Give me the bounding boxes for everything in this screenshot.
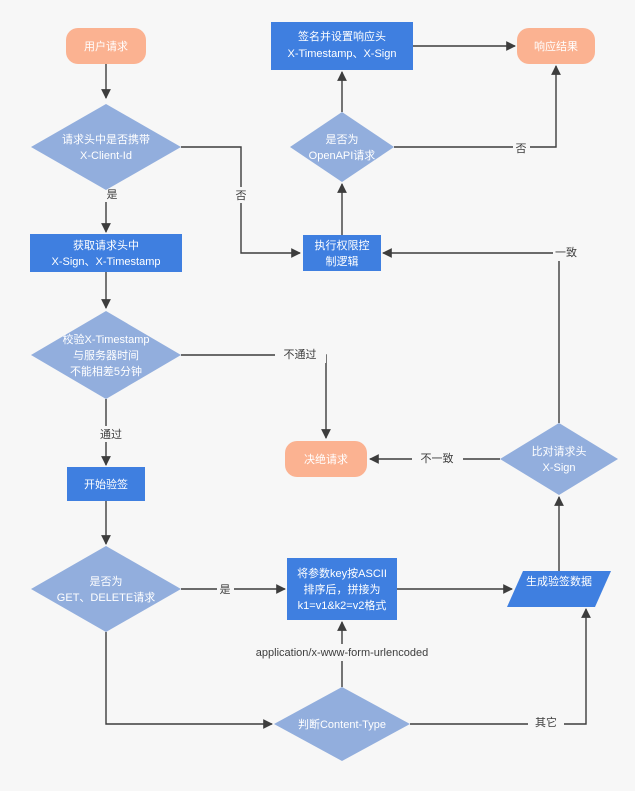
node-response-result-label-0: 响应结果: [534, 39, 578, 53]
edge-label-content-type-urlencoded: application/x-www-form-urlencoded: [256, 647, 428, 659]
node-get-headers[interactable]: 获取请求头中 X-Sign、X-Timestamp: [30, 234, 182, 272]
node-auth-logic[interactable]: 执行权限控 制逻辑: [303, 235, 381, 271]
node-user-request-shape[interactable]: [66, 28, 146, 64]
node-get-headers-label-1: X-Sign、X-Timestamp: [51, 256, 160, 268]
node-check-time-shape[interactable]: [31, 311, 181, 399]
edge-label-bg: [103, 187, 121, 202]
edge-content-type-other: [410, 608, 591, 725]
node-sort-params[interactable]: 将参数key按ASCII 排序后，拼接为 k1=v1&k2=v2格式: [287, 558, 397, 620]
edge-label-bg: [231, 644, 453, 661]
node-sign-response-shape[interactable]: [271, 22, 413, 70]
node-sort-params-shape[interactable]: [287, 558, 397, 620]
edge-label-bg: [412, 451, 463, 467]
node-is-get-delete-label-0: 是否为: [90, 575, 123, 588]
node-auth-logic-label-0: 执行权限控: [315, 238, 370, 252]
node-reject-request-shape[interactable]: [285, 441, 367, 477]
edge-label-has-client-id-yes: 是: [107, 188, 118, 201]
node-has-client-id-shape[interactable]: [31, 104, 181, 190]
edge-label-bg: [513, 140, 530, 156]
node-sign-response[interactable]: 签名并设置响应头 X-Timestamp、X-Sign: [271, 22, 413, 70]
node-is-get-delete-label-1: GET、DELETE请求: [57, 591, 155, 604]
edge-label-bg: [233, 187, 250, 203]
edge-label-check-time-pass: 通过: [100, 428, 122, 441]
edge-label-bg: [94, 426, 128, 442]
node-get-headers-shape[interactable]: [30, 234, 182, 272]
node-is-openapi[interactable]: 是否为 OpenAPI请求: [290, 112, 394, 182]
node-is-get-delete[interactable]: 是否为 GET、DELETE请求: [31, 546, 181, 632]
node-compare-sign-label-0: 比对请求头: [532, 444, 587, 458]
node-compare-sign-shape[interactable]: [500, 423, 618, 495]
edge-is-openapi-no: [394, 65, 561, 148]
node-has-client-id[interactable]: 请求头中是否携带 X-Client-Id: [31, 104, 181, 190]
edge-labels-layer: 是 否 不通过 通过 是 application/x-www-form-urle…: [94, 140, 579, 730]
node-check-time-label-1: 与服务器时间: [73, 349, 139, 362]
edge-label-compare-sign-mismatch: 不一致: [421, 451, 454, 465]
node-content-type[interactable]: 判断Content-Type: [274, 687, 410, 761]
node-response-result[interactable]: 响应结果: [517, 28, 595, 64]
node-check-time-label-0: 校验X-Timestamp: [63, 332, 150, 346]
node-gen-sign[interactable]: 生成验签数据: [507, 571, 611, 607]
edge-label-check-time-fail: 不通过: [284, 348, 317, 361]
edge-compare-sign-match: [382, 248, 560, 423]
node-content-type-label-0: 判断Content-Type: [298, 717, 386, 731]
node-start-verify-shape[interactable]: [67, 467, 145, 501]
nodes-layer: 用户请求 请求头中是否携带 X-Client-Id 获取请求头中 X-Sign、…: [30, 22, 618, 761]
edge-label-bg: [275, 347, 326, 363]
node-sort-params-label-2: k1=v1&k2=v2格式: [298, 598, 387, 612]
edge-is-get-delete-no: [105, 632, 273, 729]
node-gen-sign-shape[interactable]: [507, 571, 611, 607]
node-sort-params-label-0: 将参数key按ASCII: [297, 566, 387, 580]
node-start-verify[interactable]: 开始验签: [67, 467, 145, 501]
edge-check-time-fail: [181, 354, 331, 439]
edge-label-is-get-delete-yes: 是: [220, 583, 231, 596]
node-sign-response-label-0: 签名并设置响应头: [298, 29, 386, 43]
node-response-result-shape[interactable]: [517, 28, 595, 64]
edge-label-content-type-other: 其它: [535, 715, 557, 729]
edge-label-bg: [528, 714, 564, 730]
node-sort-params-label-1: 排序后，拼接为: [304, 582, 381, 596]
edge-label-bg: [553, 245, 579, 261]
node-check-time[interactable]: 校验X-Timestamp 与服务器时间 不能相差5分钟: [31, 311, 181, 399]
node-auth-logic-shape[interactable]: [303, 235, 381, 271]
node-sign-response-label-1: X-Timestamp、X-Sign: [287, 48, 396, 60]
node-gen-sign-label-0: 生成验签数据: [526, 574, 592, 588]
node-is-openapi-label-1: OpenAPI请求: [309, 149, 376, 162]
node-get-headers-label-0: 获取请求头中: [73, 239, 139, 252]
node-start-verify-label-0: 开始验签: [84, 477, 128, 491]
edge-label-is-openapi-no: 否: [516, 143, 527, 155]
node-has-client-id-label-1: X-Client-Id: [80, 150, 132, 162]
node-is-openapi-label-0: 是否为: [326, 133, 359, 146]
node-compare-sign[interactable]: 比对请求头 X-Sign: [500, 423, 618, 495]
edge-label-compare-sign-match: 一致: [555, 245, 577, 259]
edge-label-has-client-id-no: 否: [236, 190, 247, 202]
node-reject-request[interactable]: 决绝请求: [285, 441, 367, 477]
node-auth-logic-label-1: 制逻辑: [326, 254, 359, 268]
node-reject-request-label-0: 决绝请求: [304, 452, 348, 466]
node-content-type-shape[interactable]: [274, 687, 410, 761]
node-has-client-id-label-0: 请求头中是否携带: [62, 132, 150, 146]
edge-label-bg: [217, 581, 234, 597]
node-compare-sign-label-1: X-Sign: [542, 462, 575, 474]
node-is-get-delete-shape[interactable]: [31, 546, 181, 632]
node-user-request[interactable]: 用户请求: [66, 28, 146, 64]
node-is-openapi-shape[interactable]: [290, 112, 394, 182]
node-user-request-label-0: 用户请求: [84, 39, 128, 53]
node-check-time-label-2: 不能相差5分钟: [70, 364, 142, 378]
